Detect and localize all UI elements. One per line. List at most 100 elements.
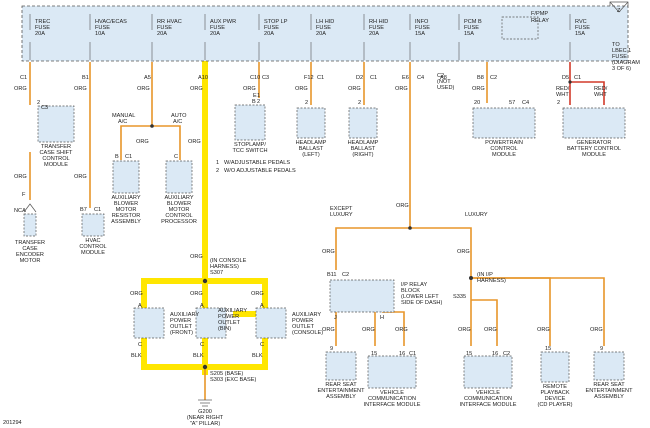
rse-right-box	[593, 351, 625, 381]
pin-20: 20	[474, 100, 480, 106]
pin-10: B8	[477, 75, 484, 81]
wire-org-19: ORG	[190, 291, 203, 297]
fuse-type-6: FUSE	[369, 25, 384, 31]
fuse-type-0: FUSE	[35, 25, 50, 31]
pin-a-front: A	[138, 303, 142, 309]
conn-b8: C2	[490, 75, 497, 81]
rse-right-label-2: ASSEMBLY	[594, 394, 624, 400]
transfer-encoder-label-3: MOTOR	[20, 258, 41, 264]
wire-org-20: ORG	[251, 291, 264, 297]
relay-label-2: RELAY	[531, 18, 549, 24]
blower-resistor-label-2: MOTOR	[116, 207, 137, 213]
outlet-console-label-1: POWER	[292, 318, 313, 324]
pin-a-cons: A	[260, 303, 264, 309]
pin-15-vl: 15	[371, 351, 377, 357]
fuse-name-3: AUX PWR	[210, 19, 236, 25]
fuse-ref-4: (DIAGRAM	[612, 60, 640, 66]
wire-org-15: ORG	[396, 203, 409, 209]
rse-left-label-1: ENTERTAINMENT	[317, 388, 365, 394]
red-wht-2a: RED/	[594, 86, 608, 92]
pin-9-rsel: 9	[330, 346, 333, 352]
outlet-front-label-1: POWER	[170, 318, 191, 324]
outlet-bin-label-3: (BIN)	[218, 326, 231, 332]
wire-org-10: ORG	[136, 139, 149, 145]
pin-j: J	[334, 315, 337, 321]
transfer-encoder-label-0: TRANSFER	[15, 240, 45, 246]
playback-label-3: (CD PLAYER)	[537, 402, 572, 408]
ac-manual-2: A/C	[118, 119, 127, 125]
fuse-block-tab	[609, 1, 629, 6]
wire-blk-1: BLK	[131, 353, 142, 359]
s307-2: HARNESS)	[210, 264, 239, 270]
head-left-label-2: (LEFT)	[302, 152, 320, 158]
fuse-amp-2: 20A	[157, 31, 167, 37]
red-wht-2b: WHT	[594, 92, 607, 98]
blower-ctrl-box	[165, 160, 193, 194]
head-right-label-0: HEADLAMP	[348, 140, 379, 146]
hvac-label-0: HVAC	[85, 238, 100, 244]
fuse-amp-5: 20A	[316, 31, 326, 37]
vcim-right-label-2: INTERFACE MODULE	[460, 402, 517, 408]
pin-b-stop: B	[252, 99, 256, 105]
playback-label-1: PLAYBACK	[540, 390, 569, 396]
red-wht-1b: WHT	[556, 92, 569, 98]
fuse-ref-5: 3 OF 6)	[612, 66, 631, 72]
hvac-label-2: MODULE	[81, 250, 105, 256]
pin-f: F	[22, 192, 26, 198]
stoplamp-label-1: TCC SWITCH	[232, 148, 267, 154]
blower-ctrl-label-1: BLOWER	[167, 201, 191, 207]
fuse-type-3: FUSE	[210, 25, 225, 31]
rse-left-box	[325, 351, 357, 381]
luxury: LUXURY	[465, 212, 488, 218]
wire-org-9: ORG	[472, 86, 485, 92]
fuse-amp-1: 10A	[95, 31, 105, 37]
ground-2: (NEAR RIGHT	[187, 415, 224, 421]
vcim-right-box	[463, 355, 513, 389]
fuse-name-6: RH HID	[369, 19, 388, 25]
except-1: EXCEPT	[330, 206, 353, 212]
pin-6: D2	[356, 75, 363, 81]
fuse-type-8: FUSE	[464, 25, 479, 31]
blower-ctrl-label-4: PROCESSOR	[161, 219, 197, 225]
wire-org-21: ORG	[322, 327, 335, 333]
wire-org-27: ORG	[590, 327, 603, 333]
rse-right-label-1: ENTERTAINMENT	[585, 388, 633, 394]
vcim-left-label-2: INTERFACE MODULE	[364, 402, 421, 408]
head-right-label-2: (RIGHT)	[352, 152, 373, 158]
fuse-amp-4: 20A	[264, 31, 274, 37]
outlet-front-label-3: (FRONT)	[170, 330, 193, 336]
fuse-name-4: STOP LP	[264, 19, 288, 25]
fuse-ref-1: TO	[612, 42, 620, 48]
fuse-name-0: TREC	[35, 19, 50, 25]
wire-org-1: ORG	[14, 86, 27, 92]
pin-e-stop: E	[253, 93, 257, 99]
relay-block-label-0: I/P RELAY	[401, 282, 427, 288]
head-left-label-0: HEADLAMP	[296, 140, 327, 146]
wire-org-6: ORG	[295, 86, 308, 92]
head-left-label-1: BALLAST	[299, 146, 324, 152]
conn-c2: C4	[417, 75, 424, 81]
outlet-bin-label-2: OUTLET	[218, 320, 241, 326]
conn-c1-rb: C2	[342, 272, 349, 278]
ground-3: "A" PILLAR)	[190, 421, 221, 427]
pin-11: D5	[562, 75, 569, 81]
conn-d2: C1	[317, 75, 324, 81]
vcim-right-label-0: VEHICLE	[476, 390, 500, 396]
fuse-amp-7: 15A	[415, 31, 425, 37]
conn-c1-pcm: C4	[522, 100, 529, 106]
ac-auto-2: A/C	[173, 119, 182, 125]
fuse-name-5: LH HID	[316, 19, 334, 25]
vcim-left-label-1: COMMUNICATION	[368, 396, 416, 402]
blower-resistor-label-4: ASSEMBLY	[111, 219, 141, 225]
pin-2-ts: 2	[37, 100, 40, 106]
blower-ctrl-label-0: AUXILIARY	[164, 195, 193, 201]
relay-block-box	[329, 279, 395, 313]
wire-org-13: ORG	[74, 174, 87, 180]
fuse-ref-2: LBEC 1	[612, 48, 631, 54]
generator-label-1: BATTERY CONTROL	[567, 146, 621, 152]
relay-block-label-3: SIDE OF DASH)	[401, 300, 442, 306]
vcim-right-label-1: COMMUNICATION	[464, 396, 512, 402]
pin-3: A10	[198, 75, 208, 81]
